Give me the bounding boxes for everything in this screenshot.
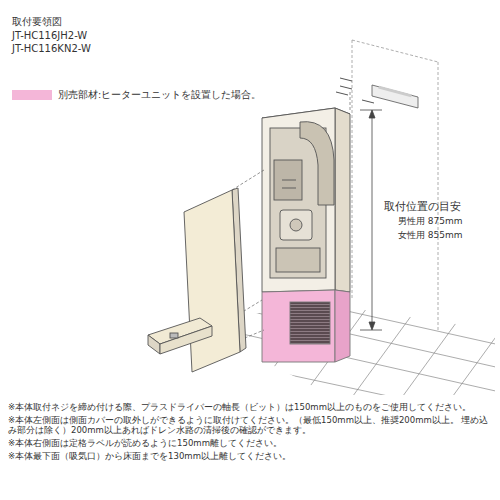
legend-swatch	[12, 90, 52, 100]
diagram-title: 取付要領図	[12, 16, 62, 29]
drain-tray	[148, 318, 212, 354]
model-number: JT-HC116JH2-W	[12, 30, 87, 43]
dimension-value: 男性用 875mm	[398, 216, 463, 227]
wall-bracket	[336, 78, 418, 108]
side-cover	[184, 188, 246, 372]
note-text: ※本体最下面（吸気口）から床面までを130mm以上離してください。	[8, 451, 494, 462]
note-text: ※本体右側面は定格ラベルが読めるように150mm離してください。	[8, 438, 494, 449]
note-text: ※本体取付ネジを締め付ける際、プラスドライバーの軸長（ビット）は150mm以上の…	[8, 402, 494, 413]
dimension-value: 女性用 855mm	[398, 230, 463, 241]
heater-unit	[262, 290, 350, 362]
dimension-label: 取付位置の目安	[384, 200, 461, 213]
dryer-body	[262, 108, 350, 292]
model-number: JT-HC116KN2-W	[12, 43, 91, 56]
height-dimension	[360, 110, 382, 330]
note-text: ※本体左側面は側面カバーの取外しができるように取付けてください。（最低150mm…	[8, 415, 494, 436]
legend-text: 別売部材:ヒーターユニットを設置した場合。	[58, 89, 261, 101]
wall-lines	[352, 40, 438, 330]
